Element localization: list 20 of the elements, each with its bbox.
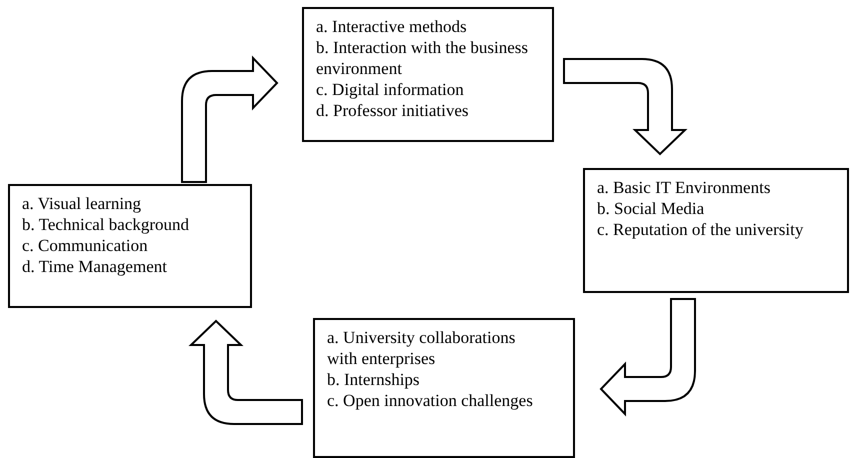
bent-block-arrow: [600, 298, 696, 415]
bent-block-arrow: [563, 58, 686, 155]
list-item: d. Professor initiatives: [316, 100, 470, 121]
list-item: a. Interactive methods: [316, 16, 468, 37]
list-item: b. Internships: [327, 369, 421, 390]
text-box: [8, 184, 252, 308]
list-item: a. Basic IT Environments: [597, 177, 772, 198]
text-box: [302, 7, 554, 142]
bent-block-arrow: [190, 320, 303, 425]
list-item: b. Technical background: [22, 214, 190, 235]
list-item: b. Social Media: [597, 198, 706, 219]
list-item: c. Reputation of the university: [597, 219, 804, 240]
text-box: [313, 318, 575, 458]
list-item: d. Time Management: [22, 256, 168, 277]
list-item: c. Open innovation challenges: [327, 390, 533, 411]
list-item: a. Visual learning: [22, 193, 142, 214]
text-box: [583, 168, 849, 293]
list-item: c. Digital information: [316, 79, 465, 100]
bent-block-arrow: [181, 57, 278, 183]
list-item: c. Communication: [22, 235, 149, 256]
